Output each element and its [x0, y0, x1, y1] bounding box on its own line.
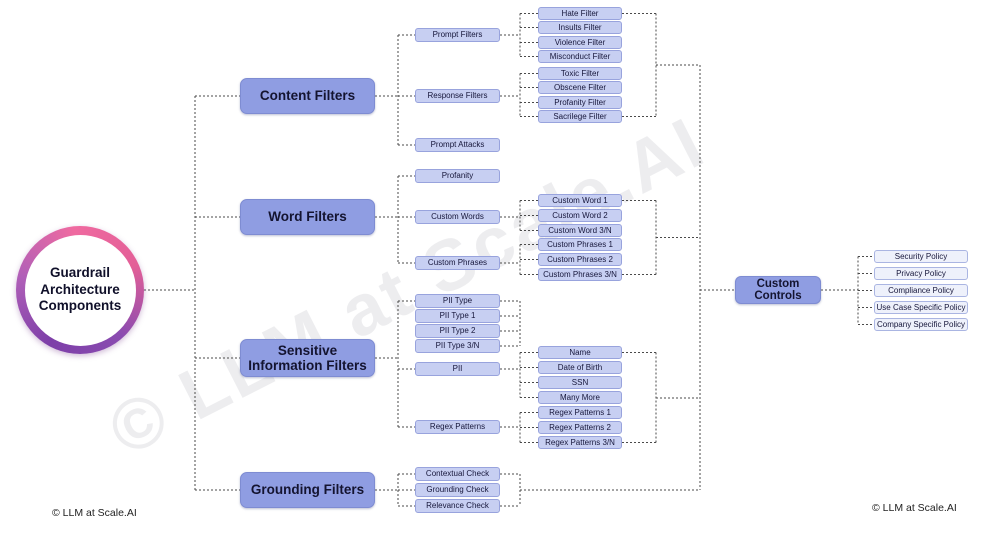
leaf-use-case-specific-policy: Use Case Specific Policy: [874, 301, 968, 314]
node-prompt-attacks: Prompt Attacks: [415, 138, 500, 152]
leaf-misconduct-filter: Misconduct Filter: [538, 50, 622, 63]
leaf-date-of-birth: Date of Birth: [538, 361, 622, 374]
root-label: Guardrail Architecture Components: [24, 234, 136, 346]
node-pii-type-3n: PII Type 3/N: [415, 339, 500, 353]
node-pii-type: PII Type: [415, 294, 500, 308]
leaf-name: Name: [538, 346, 622, 359]
node-content-fililters: Content Filters: [240, 78, 375, 114]
leaf-custom-word-2: Custom Word 2: [538, 209, 622, 222]
leaf-regex-patterns-1: Regex Patterns 1: [538, 406, 622, 419]
leaf-ssn: SSN: [538, 376, 622, 389]
node-pii-type-2: PII Type 2: [415, 324, 500, 338]
leaf-toxic-filter: Toxic Filter: [538, 67, 622, 80]
node-response-filters: Response Filters: [415, 89, 500, 103]
node-contextual-check: Contextual Check: [415, 467, 500, 481]
node-grounding-check: Grounding Check: [415, 483, 500, 497]
node-regex-patterns: Regex Patterns: [415, 420, 500, 434]
leaf-sacrilege-filter: Sacrilege Filter: [538, 110, 622, 123]
leaf-custom-phrases-2: Custom Phrases 2: [538, 253, 622, 266]
leaf-company-specific-policy: Company Specific Policy: [874, 318, 968, 331]
leaf-regex-patterns-3n: Regex Patterns 3/N: [538, 436, 622, 449]
node-custom-controls: Custom Controls: [735, 276, 821, 304]
leaf-custom-phrases-1: Custom Phrases 1: [538, 238, 622, 251]
node-pii-type-1: PII Type 1: [415, 309, 500, 323]
root-node: Guardrail Architecture Components: [16, 226, 144, 354]
node-pii: PII: [415, 362, 500, 376]
node-prompt-filters: Prompt Filters: [415, 28, 500, 42]
node-profanity: Profanity: [415, 169, 500, 183]
leaf-hate-filter: Hate Filter: [538, 7, 622, 20]
leaf-profanity-filter: Profanity Filter: [538, 96, 622, 109]
node-sensitive-information-filters: Sensitive Information Filters: [240, 339, 375, 377]
leaf-regex-patterns-2: Regex Patterns 2: [538, 421, 622, 434]
leaf-custom-word-3n: Custom Word 3/N: [538, 224, 622, 237]
node-custom-words: Custom Words: [415, 210, 500, 224]
footer-copyright-right: © LLM at Scale.AI: [872, 502, 957, 514]
leaf-violence-filter: Violence Filter: [538, 36, 622, 49]
leaf-compliance-policy: Compliance Policy: [874, 284, 968, 297]
leaf-custom-word-1: Custom Word 1: [538, 194, 622, 207]
leaf-obscene-filter: Obscene Filter: [538, 81, 622, 94]
node-custom-phrases: Custom Phrases: [415, 256, 500, 270]
leaf-insults-filter: Insults Filter: [538, 21, 622, 34]
leaf-privacy-policy: Privacy Policy: [874, 267, 968, 280]
footer-copyright-left: © LLM at Scale.AI: [52, 507, 137, 519]
node-word-filters: Word Filters: [240, 199, 375, 235]
node-grounding-filters: Grounding Filters: [240, 472, 375, 508]
leaf-many-more: Many More: [538, 391, 622, 404]
leaf-custom-phrases-3n: Custom Phrases 3/N: [538, 268, 622, 281]
node-relevance-check: Relevance Check: [415, 499, 500, 513]
leaf-security-policy: Security Policy: [874, 250, 968, 263]
